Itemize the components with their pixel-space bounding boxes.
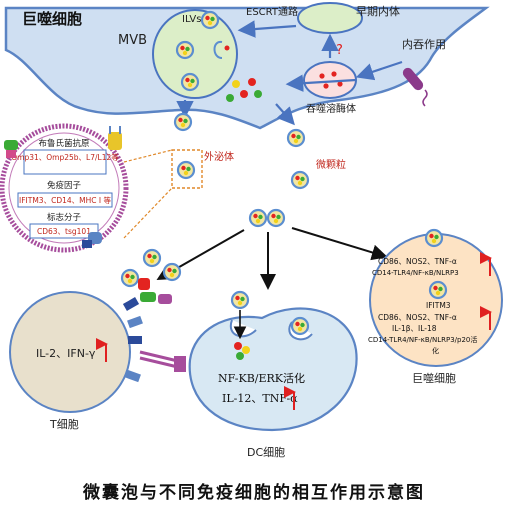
microparticle-vesicle: [290, 170, 310, 190]
exosome-detail: 布鲁氏菌抗原 Omp31、Omp25b、L7/L12等 免疫因子 IFITM3、…: [0, 123, 129, 253]
tcell-cytokines: IL-2、IFN-γ: [36, 347, 96, 360]
free-particle: [254, 90, 262, 98]
releasing-exosome: [173, 112, 193, 132]
mac-b1-line2: CD14-TLR4/NF-κB/NLRP3: [372, 269, 459, 277]
free-particle: [240, 90, 248, 98]
dc-line1: NF-KB/ERK活化: [218, 371, 305, 385]
escrt-label: ESCRT通路: [246, 5, 298, 18]
secreted-vesicle: [248, 208, 268, 228]
dc-particle: [236, 352, 244, 360]
exosome-label: 外泌体: [204, 150, 234, 163]
ilv-budding: [213, 40, 223, 59]
marker-items: CD63、tsg101: [37, 227, 91, 236]
secreted-vesicle: [266, 208, 286, 228]
free-particle: [226, 94, 234, 102]
t-cell: IL-2、IFN-γ T细胞: [9, 248, 186, 431]
vesicle-ligand-icon: [138, 278, 172, 304]
question-mark: ?: [336, 43, 343, 58]
dc-cell: NF-KB/ERK活化 IL-12、TNF-α DC细胞: [188, 290, 358, 459]
endocytosis-label: 内吞作用: [402, 37, 446, 51]
macrophage-top-title: 巨噬细胞: [22, 10, 82, 28]
tcell-bound-vesicle: [162, 262, 182, 282]
brucella-title: 布鲁氏菌抗原: [38, 138, 89, 149]
ilv-vesicle-3: [180, 72, 200, 92]
exosome-highlight-box: [171, 149, 203, 189]
mac-b2-line2: IL-1β、IL-18: [392, 324, 437, 333]
ilv-vesicle-2: [175, 40, 195, 60]
marker-title: 标志分子: [47, 212, 82, 223]
mac-b1-line1: CD86、NOS2、TNF-α: [378, 257, 457, 266]
dc-particle: [234, 342, 242, 350]
phagolysosome-label: 吞噬溶酶体: [306, 102, 356, 115]
immune-title: 免疫因子: [47, 180, 82, 191]
dc-label: DC细胞: [247, 446, 285, 459]
macrophage-right: CD86、NOS2、TNF-α CD14-TLR4/NF-κB/NLRP3 IF…: [368, 228, 503, 385]
tcell-label: T细胞: [49, 418, 79, 431]
escrt-arrow: [237, 20, 297, 38]
bacterium: [402, 67, 428, 107]
immune-box: [17, 192, 113, 208]
immune-items: IFITM3、CD14、MHC I 等: [19, 195, 111, 205]
mvb: [152, 9, 238, 99]
dc-particle: [242, 346, 250, 354]
free-particle: [248, 78, 256, 86]
membrane-protein-icon: [4, 140, 18, 158]
marker-box: [29, 223, 99, 239]
microparticle-arrow: [275, 103, 295, 126]
budding-dot: [224, 45, 230, 51]
tcell-mhc-icon: [174, 356, 186, 372]
mvb-label: MVB: [118, 33, 147, 48]
membrane-protein-icon: [108, 126, 122, 150]
endocytosis-arrow: [355, 60, 403, 81]
detail-link-bottom: [123, 187, 173, 239]
tcell-receptor-icon: [122, 297, 143, 383]
microparticle-label: 微颗粒: [316, 158, 346, 171]
macrophage-top: 巨噬细胞 MVB ILVs 早期内体 ESCRT通路 ? 吞噬溶酶体 内吞作用: [4, 2, 490, 148]
mac-ifitm3: IFITM3: [426, 301, 451, 310]
tcell-bound-vesicle: [120, 268, 140, 288]
mac-b2-line1: CD86、NOS2、TNF-α: [378, 313, 457, 322]
mac-b2-line4: 化: [432, 346, 439, 355]
exosome-vesicle: [176, 160, 196, 180]
phago-to-free-arrow: [285, 74, 357, 92]
detail-link-top: [123, 149, 173, 163]
brucella-box: [23, 149, 107, 175]
early-endosome-label: 早期内体: [356, 4, 400, 18]
figure-caption: 微囊泡与不同免疫细胞的相互作用示意图: [83, 483, 425, 503]
free-particle: [232, 80, 240, 88]
mac-b2-line3: CD14-TLR4/NF-κB/NLRP3/p20活: [368, 335, 477, 344]
macrophage-top-membrane: [4, 6, 490, 130]
macrophage-vesicle: [424, 228, 444, 248]
budding-microparticle: [286, 128, 306, 148]
dc-line2: IL-12、TNF-α: [222, 392, 298, 405]
membrane-protein-icon: [82, 232, 102, 248]
tcell-bound-vesicle: [142, 248, 162, 268]
ilv-vesicle-1: [200, 10, 220, 30]
to-macrophage-arrow: [291, 227, 388, 261]
dc-vesicle: [290, 316, 310, 336]
early-endosome: [297, 2, 363, 34]
dc-vesicle: [230, 290, 250, 310]
brucella-items: Omp31、Omp25b、L7/L12等: [11, 152, 119, 162]
ilvs-label: ILVs: [182, 14, 201, 25]
macrophage-right-label: 巨噬细胞: [412, 371, 456, 385]
macrophage-vesicle: [428, 280, 448, 300]
